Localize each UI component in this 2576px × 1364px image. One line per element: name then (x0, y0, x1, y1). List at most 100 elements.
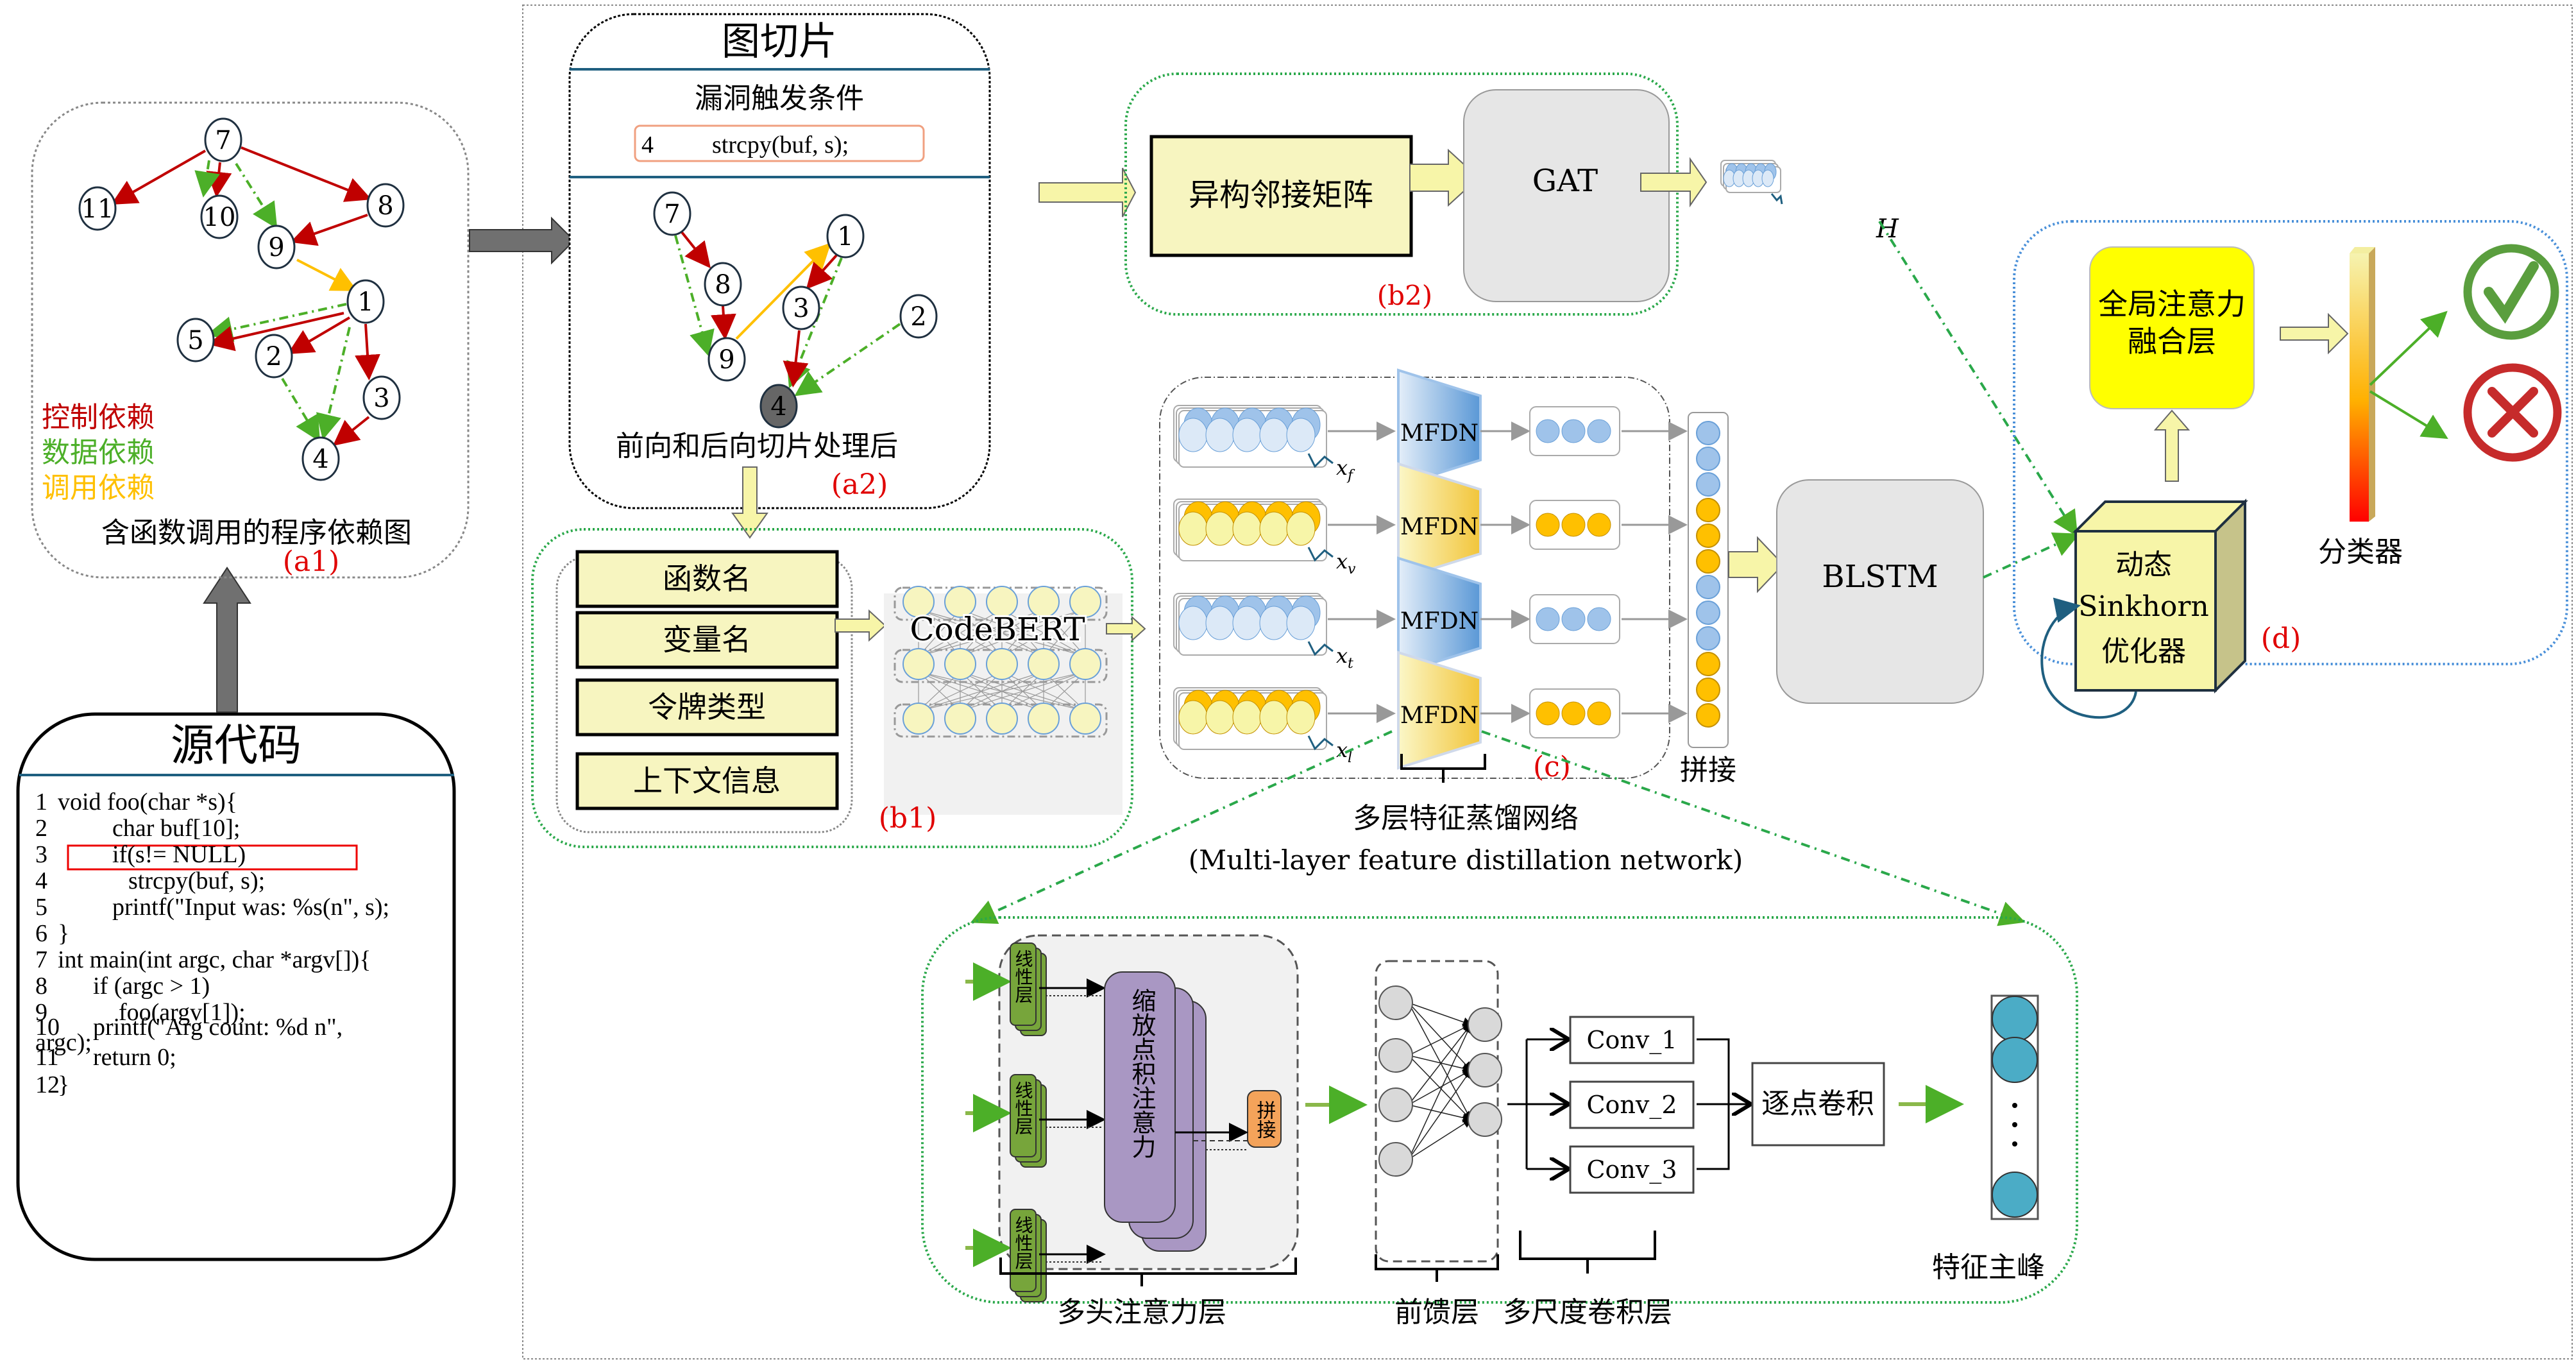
graph-node-label: 4 (770, 392, 786, 422)
control-dependency-edge (287, 316, 351, 355)
vulnerable-line-highlight (67, 844, 358, 871)
trigger-code-box (634, 124, 925, 162)
mfdn-brace (1400, 754, 1486, 783)
graph-node-label: 11 (81, 194, 114, 224)
code-line-text: if (argc > 1) (93, 973, 210, 1000)
feature-label: 上下文信息 (633, 763, 781, 798)
code-line-text: char buf[10]; (112, 815, 240, 842)
code-line-number: 8 (35, 973, 47, 1000)
control-dependency-edge (208, 312, 344, 352)
output-neuron (1561, 419, 1586, 443)
input-neuron (1286, 700, 1316, 735)
output-neuron (1561, 701, 1586, 726)
ffn-neuron (1468, 1102, 1502, 1137)
fusion-label-2: 融合层 (2128, 324, 2216, 359)
output-neuron (1536, 513, 1560, 537)
feature-box (575, 611, 839, 669)
sinkhorn-cube-side (2214, 499, 2246, 694)
graph-node: 2 (255, 334, 293, 379)
legend-control-dependency: 控制依赖 (42, 401, 155, 434)
code-line-number: 3 (35, 841, 47, 868)
graph-node: 7 (204, 117, 242, 162)
trigger-code: strcpy(buf, s); (712, 132, 849, 158)
code-line-text: int main(int argc, char *argv[]){ (58, 946, 371, 973)
connector-zoom-left (970, 730, 1393, 924)
call-dependency-edge (296, 259, 358, 291)
sinkhorn-label-2: Sinkhorn (2078, 590, 2208, 623)
classifier-bar (2350, 253, 2369, 522)
tag-b1: (b1) (879, 802, 937, 835)
graph-node: 3 (782, 286, 820, 330)
conv-label: Conv_3 (1586, 1155, 1677, 1184)
ffn-neuron (1378, 1038, 1413, 1073)
codebert-neuron (986, 648, 1018, 680)
concat-neuron (1696, 652, 1720, 676)
code-line-number: 9 (35, 999, 47, 1026)
control-dependency-edge (290, 214, 368, 246)
sinkhorn-loop-arrow (2040, 597, 2137, 719)
ffn-neuron (1468, 1053, 1502, 1087)
data-dependency-edge (235, 162, 278, 229)
graph-node-label: 7 (664, 200, 680, 229)
codebert-neuron (1028, 648, 1060, 680)
code-line-number: 4 (35, 867, 47, 894)
output-neuron (1536, 419, 1560, 443)
slice-title: 图切片 (722, 19, 837, 64)
mfdn-block (1397, 556, 1482, 676)
codebert-neuron (1028, 703, 1060, 735)
feature-box (575, 752, 839, 810)
mfdn-title-zh: 多层特征蒸馏网络 (1353, 802, 1579, 835)
code-line-text: return 0; (93, 1044, 176, 1071)
hetero-adjacency-matrix-box (1149, 135, 1413, 257)
output-neuron (1587, 701, 1611, 726)
code-line-number: 12 (35, 1071, 60, 1098)
arrow-codebert-to-mfdn (1106, 615, 1146, 642)
code-line-number: 5 (35, 894, 47, 921)
feature-peak-caption: 特征主峰 (1932, 1251, 2045, 1284)
graph-node: 9 (708, 337, 746, 382)
codebert-neuron (944, 648, 976, 680)
graph-node-label: 8 (715, 270, 731, 300)
output-neuron (1587, 513, 1611, 537)
graph-node: 1 (826, 214, 865, 259)
graph-node-label: 1 (837, 222, 853, 251)
concat-neuron (1696, 524, 1720, 548)
concat-neuron (1696, 421, 1720, 445)
codebert-neuron (902, 648, 935, 680)
arrow-concat-to-blstm (1728, 536, 1784, 593)
graph-node-label: 2 (266, 342, 282, 371)
arrow-to-benign (2369, 311, 2448, 386)
concat-neuron (1696, 703, 1720, 728)
ffn-neuron (1378, 1142, 1413, 1177)
head-concat-label: 拼接 (1253, 1100, 1276, 1139)
concat-label: 拼接 (1680, 754, 1736, 787)
input-neuron (1286, 606, 1316, 640)
control-dependency-edge (710, 305, 736, 340)
linear-layer-label: 线性层 (1013, 950, 1034, 1003)
graph-node: 8 (704, 262, 742, 307)
control-dependency-edge (681, 231, 711, 269)
mfdn-label: MFDN (1400, 608, 1479, 635)
codebert-neuron (902, 703, 935, 735)
control-dependency-edge (206, 162, 232, 198)
linear-layer: 线性层 (965, 1209, 1106, 1302)
connector-blstm-to-sinkhorn (1983, 533, 2080, 579)
arrow-slice-to-matrix (1038, 167, 1137, 217)
concat-neuron (1696, 447, 1720, 471)
arrow-sinkhorn-to-fusion (2153, 409, 2190, 482)
data-dependency-edge (674, 235, 715, 357)
tag-d: (d) (2261, 622, 2301, 655)
conv-label: Conv_1 (1586, 1026, 1677, 1055)
conv-box (1569, 1145, 1695, 1194)
code-line-text: } (58, 1071, 69, 1098)
data-dependency-edge (316, 327, 351, 440)
input-symbol: xv (1336, 549, 1356, 577)
cross-icon (2463, 363, 2562, 462)
